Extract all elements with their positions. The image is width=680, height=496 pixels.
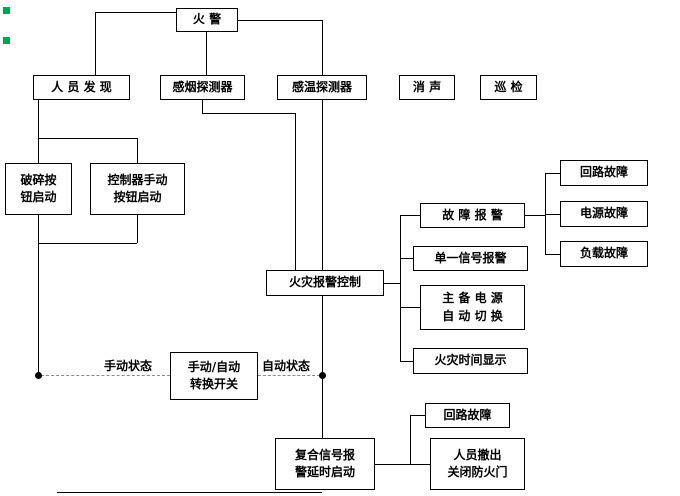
connector-line	[137, 138, 138, 163]
node-single-signal-alarm: 单一信号报警	[413, 246, 528, 271]
connector-line	[322, 20, 323, 75]
connector-line	[400, 215, 401, 361]
node-mute: 消 声	[399, 75, 455, 100]
dashed-connector-line	[258, 375, 320, 376]
connector-line	[384, 283, 400, 284]
node-power-auto-switch: 主 备 电 源 自 动 切 换	[420, 285, 525, 330]
connector-line	[525, 215, 545, 216]
connector-line	[38, 243, 39, 375]
connector-line	[410, 415, 411, 464]
node-load-fault: 负载故障	[560, 241, 648, 267]
node-power-fault: 电源故障	[560, 201, 648, 227]
connector-line	[38, 215, 39, 243]
junction-dot	[319, 372, 326, 379]
node-break-button-start: 破碎按 钮启动	[5, 163, 72, 215]
node-fire-alarm: 火 警	[176, 8, 238, 32]
connector-line	[545, 214, 560, 215]
connector-line	[545, 254, 560, 255]
node-evacuate-close-firedoor: 人员撤出 关闭防火门	[430, 438, 525, 490]
node-smoke-detector: 感烟探测器	[160, 75, 245, 100]
connector-line	[295, 113, 296, 270]
connector-line	[38, 243, 137, 244]
node-manual-auto-switch: 手动/自动 转换开关	[170, 352, 258, 400]
connector-line	[95, 12, 177, 13]
node-inspection: 巡 检	[480, 75, 537, 100]
connector-line	[322, 296, 323, 438]
connector-line	[95, 12, 96, 75]
connector-line	[400, 258, 413, 259]
node-composite-signal-delay: 复合信号报 警延时启动	[275, 438, 375, 490]
junction-dot	[35, 372, 42, 379]
connector-line	[400, 215, 420, 216]
node-loop-fault-bottom: 回路故障	[425, 403, 510, 428]
connector-line	[322, 100, 323, 270]
connector-line	[400, 361, 413, 362]
grip-marker	[3, 37, 10, 44]
label-auto-state: 自动状态	[262, 357, 311, 374]
node-loop-fault-top: 回路故障	[560, 160, 648, 186]
connector-line	[38, 100, 39, 163]
connector-line	[375, 464, 430, 465]
node-fire-alarm-control: 火灾报警控制	[266, 270, 384, 296]
node-temperature-detector: 感温探测器	[277, 75, 367, 100]
connector-line	[206, 32, 207, 75]
connector-line	[545, 173, 560, 174]
dashed-connector-line	[41, 375, 170, 376]
node-controller-manual-start: 控制器手动 按钮启动	[90, 163, 185, 215]
connector-line	[400, 307, 420, 308]
connector-line	[38, 138, 137, 139]
node-fault-alarm: 故 障 报 警	[420, 203, 525, 228]
grip-marker	[3, 7, 10, 14]
node-fire-time-display: 火灾时间显示	[413, 348, 528, 374]
node-personnel-discovery: 人 员 发 现	[33, 75, 130, 100]
connector-line	[238, 20, 322, 21]
connector-line	[545, 173, 546, 254]
connector-line	[57, 492, 322, 493]
label-manual-state: 手动状态	[104, 357, 153, 374]
connector-line	[202, 100, 203, 113]
connector-line	[137, 215, 138, 243]
connector-line	[202, 113, 295, 114]
connector-line	[410, 415, 425, 416]
